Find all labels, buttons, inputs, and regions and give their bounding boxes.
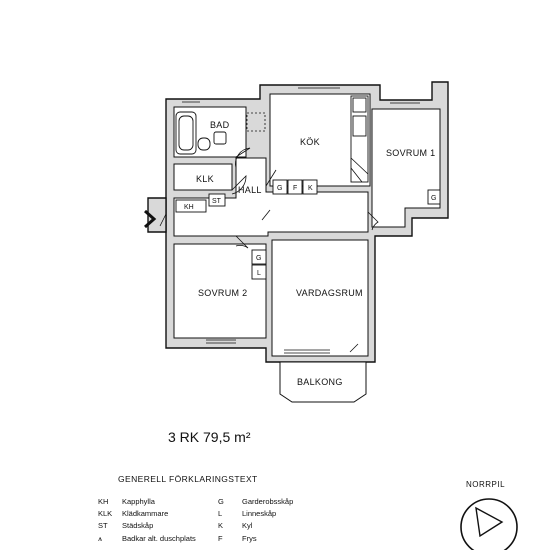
kitchen-fixtures <box>350 95 369 183</box>
label-g-sovrum2: G <box>256 255 261 262</box>
door-entry <box>159 213 167 227</box>
door-sovrum2 <box>235 235 249 249</box>
label-balkong: BALKONG <box>297 377 343 387</box>
bathtub-symbol-icon: ⩚ <box>98 533 103 543</box>
sink-icon <box>352 115 367 137</box>
wardrobe-g-sovrum2 <box>251 249 267 265</box>
door-sovrum1 <box>367 211 379 231</box>
legend-title: GENERELL FÖRKLARINGSTEXT <box>118 474 258 484</box>
label-l: L <box>257 270 261 277</box>
washer-icon <box>246 112 266 132</box>
label-st: ST <box>212 198 222 205</box>
label-g-sovrum1: G <box>431 195 436 202</box>
wardrobe-l <box>251 264 267 280</box>
label-g-kitchen: G <box>277 185 282 192</box>
wardrobe-k <box>302 179 318 195</box>
room-vardagsrum <box>271 239 369 357</box>
door-bad <box>235 147 251 169</box>
label-bad: BAD <box>210 120 230 130</box>
label-kok: KÖK <box>300 137 320 147</box>
door-kok <box>265 169 277 187</box>
legend-item: ⩚Badkar alt. duschplats <box>98 533 196 545</box>
room-sovrum2 <box>173 243 267 339</box>
north-compass-icon <box>460 498 518 550</box>
toilet-icon <box>197 137 211 151</box>
label-klk: KLK <box>196 174 214 184</box>
stove-icon <box>352 97 367 113</box>
wardrobe-g-sovrum1 <box>427 189 441 205</box>
wardrobe-st <box>208 193 226 207</box>
window-kok <box>298 84 340 89</box>
apartment-area: 3 RK 79,5 m² <box>168 429 251 445</box>
label-sovrum2: SOVRUM 2 <box>198 288 247 298</box>
wardrobes <box>175 179 441 280</box>
door-klk <box>231 175 247 195</box>
window-vardagsrum <box>284 349 330 354</box>
label-vardagsrum: VARDAGSRUM <box>296 288 363 298</box>
door-vardagsrum <box>261 209 271 221</box>
label-f: F <box>293 185 297 192</box>
label-sovrum1: SOVRUM 1 <box>386 148 435 158</box>
north-label: NORRPIL <box>466 480 506 489</box>
window-sovrum1 <box>390 99 420 104</box>
doors <box>159 147 379 353</box>
balcony <box>279 361 367 403</box>
wardrobe-f <box>287 179 303 195</box>
washbasin-icon <box>213 131 227 145</box>
label-hall: HALL <box>238 185 262 195</box>
window-sovrum2 <box>206 339 236 344</box>
wardrobe-kh <box>175 199 207 213</box>
label-k: K <box>308 185 313 192</box>
windows <box>182 84 420 354</box>
wardrobe-g-kitchen <box>272 179 288 195</box>
window-bad <box>182 98 200 103</box>
bath-fixtures <box>175 111 266 155</box>
room-sovrum1 <box>371 108 441 228</box>
room-klk <box>173 163 233 191</box>
door-balkong <box>349 343 359 353</box>
room-hall <box>173 157 369 237</box>
entry-arrow-icon <box>144 209 157 229</box>
label-kh: KH <box>184 204 194 211</box>
